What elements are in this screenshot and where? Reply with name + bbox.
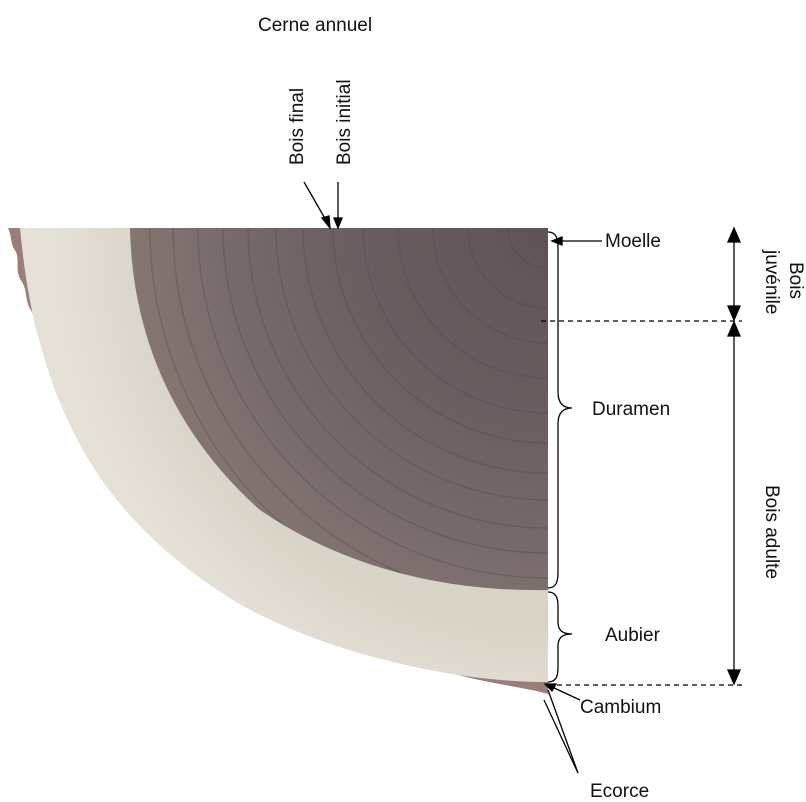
label-aubier: Aubier <box>605 626 660 645</box>
ecorce-lines <box>544 690 578 773</box>
label-duramen: Duramen <box>592 400 670 419</box>
label-bois-juvenile-line2: juvénile <box>762 250 781 314</box>
juvenile-double-arrow <box>728 228 740 320</box>
title-cerne-annuel: Cerne annuel <box>258 16 372 35</box>
label-ecorce: Ecorce <box>590 782 649 801</box>
label-cambium: Cambium <box>580 698 661 717</box>
ring-arrows <box>304 182 342 228</box>
label-bois-juvenile-line1: Bois <box>786 262 805 299</box>
aubier-brace <box>548 592 572 682</box>
label-bois-final: Bois final <box>288 88 307 165</box>
label-bois-initial: Bois initial <box>335 79 354 165</box>
label-bois-adulte: Bois adulte <box>762 485 781 579</box>
label-moelle: Moelle <box>605 232 661 251</box>
adulte-double-arrow <box>728 322 740 684</box>
moelle-arrow <box>552 237 602 245</box>
duramen-brace <box>548 232 572 588</box>
